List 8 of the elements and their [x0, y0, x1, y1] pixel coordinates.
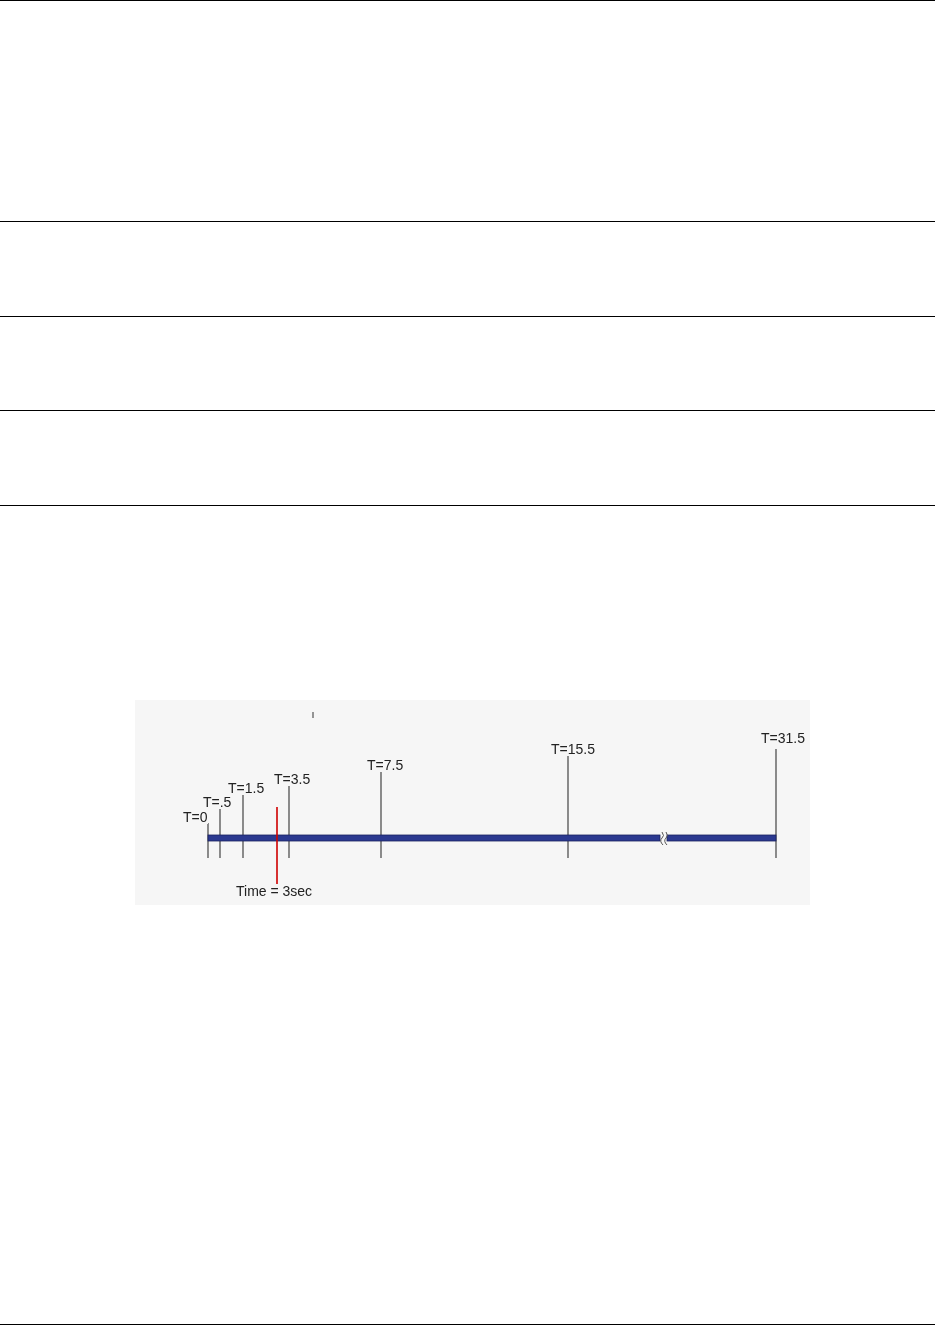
time-label: T=3.5 [274, 772, 311, 786]
time-label: T=1.5 [228, 781, 265, 795]
time-label: Time = 3sec [236, 884, 313, 898]
time-label: T=15.5 [551, 742, 595, 756]
time-label: T=7.5 [367, 758, 404, 772]
time-label: T=31.5 [761, 731, 805, 745]
time-label: T=.5 [203, 795, 232, 809]
time-label: T=0 [183, 810, 208, 824]
